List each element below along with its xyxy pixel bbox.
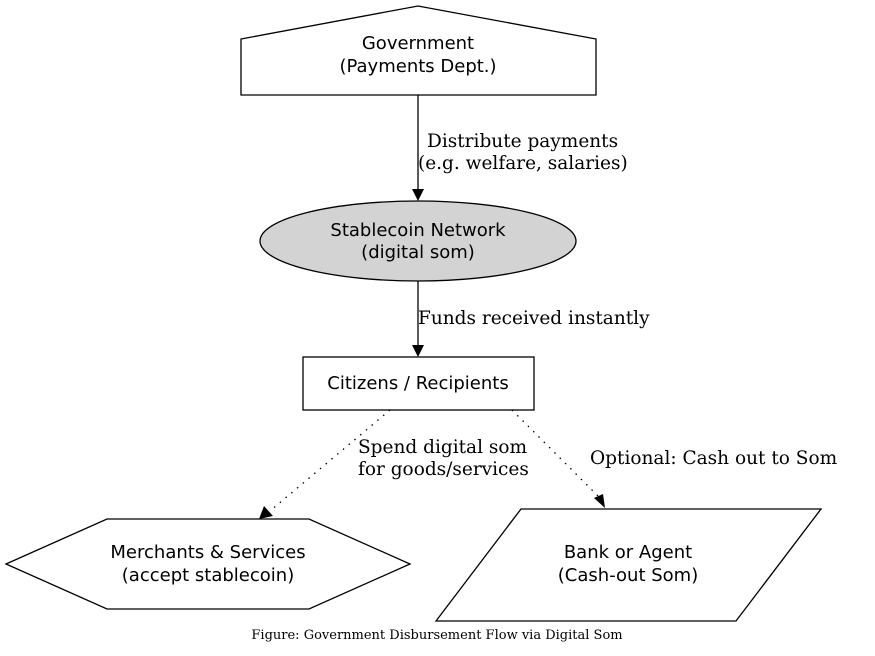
edge-network-to-citizens: Funds received instantly: [412, 281, 650, 357]
edge-label-line-1: Distribute payments: [427, 131, 618, 152]
edge-label-line-2: for goods/services: [358, 459, 529, 480]
node-merchants: Merchants & Services (accept stablecoin): [4, 518, 412, 610]
edge-government-to-network: Distribute payments (e.g. welfare, salar…: [412, 95, 628, 201]
node-label-line-2: (Cash-out Som): [558, 565, 698, 586]
hexagon-shape: [4, 518, 412, 610]
arrowhead-icon: [412, 345, 424, 357]
node-label-line-2: (accept stablecoin): [122, 565, 294, 586]
box-shape: [302, 356, 535, 411]
edge-label-line-2: (e.g. welfare, salaries): [418, 153, 628, 174]
parallelogram-shape: [434, 508, 823, 622]
figure-caption: Figure: Government Disbursement Flow via…: [251, 628, 622, 643]
edge-label-line-1: Spend digital som: [358, 437, 528, 458]
node-label-line-2: (Payments Dept.): [339, 56, 496, 77]
node-label-line-1: Stablecoin Network: [330, 220, 506, 241]
arrowhead-icon: [259, 506, 273, 519]
house-shape: [240, 5, 597, 96]
node-label-line-1: Citizens / Recipients: [327, 373, 508, 394]
ellipse-shape: [259, 200, 577, 282]
edge-citizens-to-bank: Optional: Cash out to Som: [511, 409, 838, 508]
node-label-line-2: (digital som): [361, 242, 475, 263]
node-label-line-1: Bank or Agent: [564, 542, 692, 563]
node-bank-or-agent: Bank or Agent (Cash-out Som): [434, 508, 823, 622]
edge-label-line-1: Optional: Cash out to Som: [590, 448, 838, 469]
arrowhead-icon: [412, 189, 424, 201]
node-stablecoin-network: Stablecoin Network (digital som): [259, 200, 577, 282]
node-government: Government (Payments Dept.): [240, 5, 597, 96]
edge-citizens-to-merchants: Spend digital som for goods/services: [259, 409, 529, 519]
edge-label-line-1: Funds received instantly: [418, 308, 650, 329]
node-label-line-1: Merchants & Services: [110, 542, 305, 563]
node-label-line-1: Government: [362, 33, 474, 54]
node-citizens: Citizens / Recipients: [302, 356, 535, 411]
arrowhead-icon: [594, 494, 605, 508]
